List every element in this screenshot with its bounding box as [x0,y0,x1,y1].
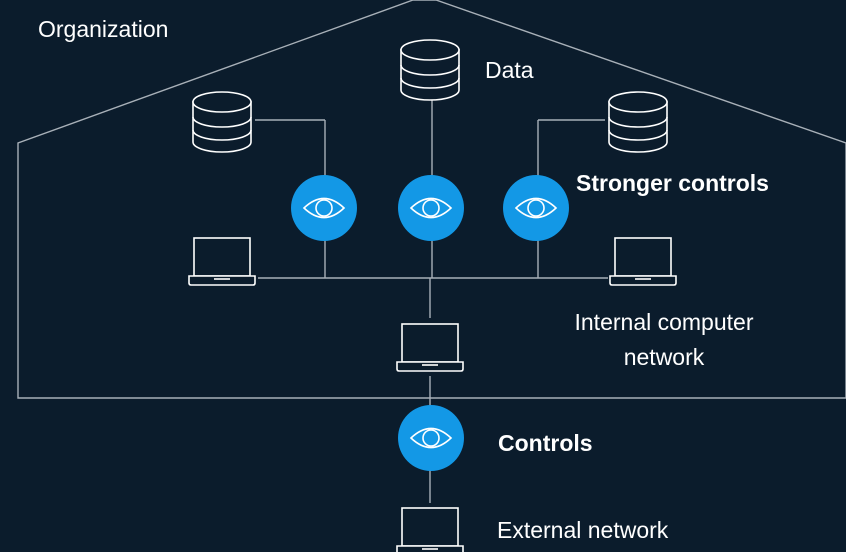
organization-boundary [17,0,846,399]
database-icon [192,91,252,153]
eye-icon [291,175,357,241]
eye-icon [503,175,569,241]
database-icon [400,39,460,101]
network-connections [255,100,608,503]
laptop-icon [396,323,464,372]
eye-icon [398,175,464,241]
laptop-icon [609,237,677,286]
eye-icon [398,405,464,471]
internal-network-label-line2: network [624,344,705,370]
laptop-icon [188,237,256,286]
external-network-label: External network [497,517,669,543]
organization-label: Organization [38,16,168,42]
internal-network-label-line1: Internal computer [575,309,754,335]
laptop-icon [396,507,464,552]
database-icon [608,91,668,153]
controls-label: Controls [498,430,593,456]
data-label: Data [485,57,534,83]
stronger-controls-label: Stronger controls [576,170,769,196]
